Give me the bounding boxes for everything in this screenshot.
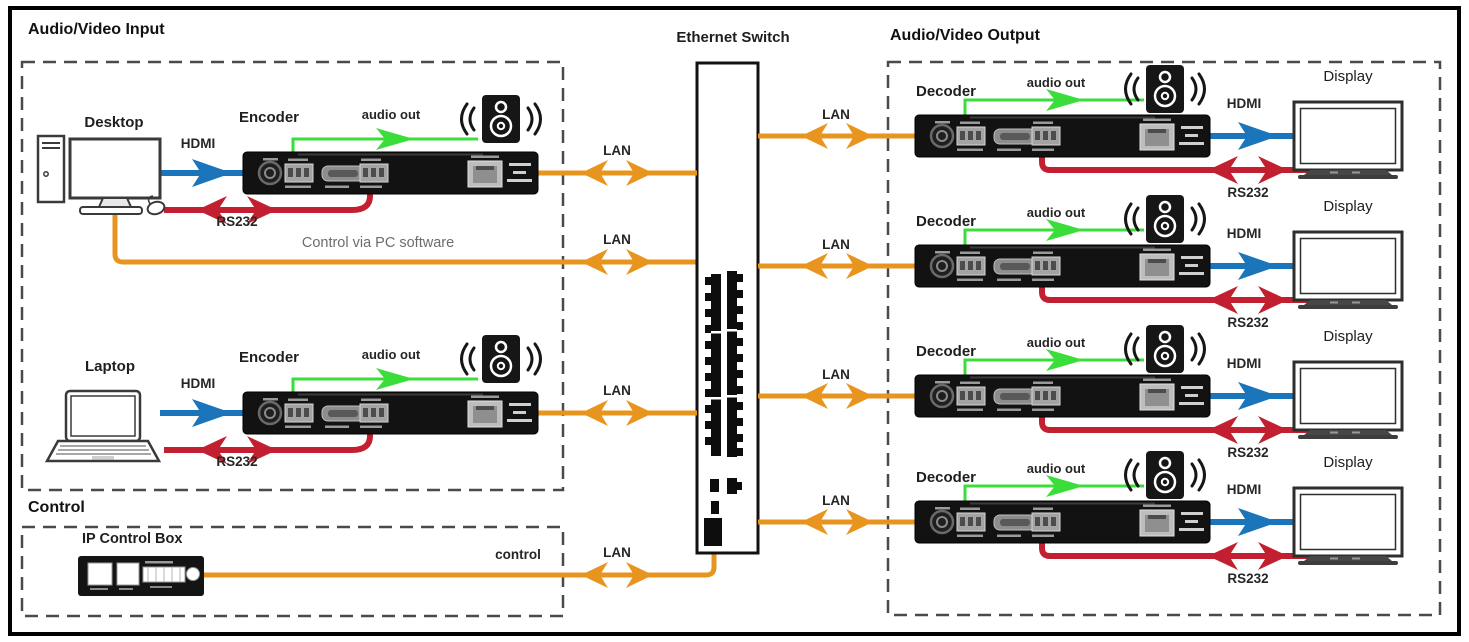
lan-label: LAN [822, 107, 850, 122]
rs232-label: RS232 [1227, 185, 1269, 200]
desktop-icon [36, 134, 166, 216]
output-section-box [886, 60, 1442, 617]
display-label: Display [1323, 454, 1373, 471]
output-section-title: Audio/Video Output [890, 27, 1040, 44]
ethernet-switch-icon [695, 61, 760, 555]
input-section-box [20, 60, 565, 492]
laptop-icon [44, 389, 162, 463]
display-label: Display [1323, 68, 1373, 85]
decoder-label: Decoder [916, 343, 977, 360]
display-label: Display [1323, 328, 1373, 345]
encoder-label: Encoder [239, 349, 300, 366]
rs232-label: RS232 [216, 454, 258, 469]
rs232-label: RS232 [216, 214, 258, 229]
lan-label: LAN [603, 383, 631, 398]
control-section-title: Control [28, 499, 85, 516]
lan-label: LAN [603, 545, 631, 560]
desktop-label: Desktop [84, 114, 144, 131]
hdmi-label: HDMI [1226, 482, 1262, 497]
lan-label: LAN [603, 143, 631, 158]
hdmi-label: HDMI [180, 136, 216, 151]
input-section-title: Audio/Video Input [28, 21, 165, 38]
control-note-label: Control via PC software [301, 235, 455, 251]
lan-label: LAN [822, 493, 850, 508]
ip-control-box-label: IP Control Box [82, 531, 183, 547]
audio-out-label: audio out [361, 107, 421, 122]
control-line-label: control [495, 547, 541, 562]
encoder-label: Encoder [239, 109, 300, 126]
ip-box-control-line [204, 553, 717, 588]
hdmi-label: HDMI [1226, 226, 1262, 241]
decoder-label: Decoder [916, 469, 977, 486]
pc-software-control-line [112, 212, 697, 275]
decoder-label: Decoder [916, 83, 977, 100]
rs232-label: RS232 [1227, 445, 1269, 460]
lan-label: LAN [822, 237, 850, 252]
hdmi-label: HDMI [1226, 96, 1262, 111]
audio-out-label: audio out [1026, 335, 1086, 350]
audio-out-label: audio out [1026, 461, 1086, 476]
audio-out-label: audio out [361, 347, 421, 362]
audio-out-label: audio out [1026, 205, 1086, 220]
decoder-label: Decoder [916, 213, 977, 230]
display-label: Display [1323, 198, 1373, 215]
rs232-label: RS232 [1227, 571, 1269, 586]
ethernet-switch-label: Ethernet Switch [676, 29, 790, 46]
audio-out-label: audio out [1026, 75, 1086, 90]
outer-frame [8, 6, 1461, 636]
hdmi-label: HDMI [180, 376, 216, 391]
lan-label: LAN [603, 232, 631, 247]
rs232-label: RS232 [1227, 315, 1269, 330]
lan-label: LAN [822, 367, 850, 382]
hdmi-label: HDMI [1226, 356, 1262, 371]
laptop-label: Laptop [85, 358, 135, 375]
ip-control-box-icon [78, 556, 204, 596]
